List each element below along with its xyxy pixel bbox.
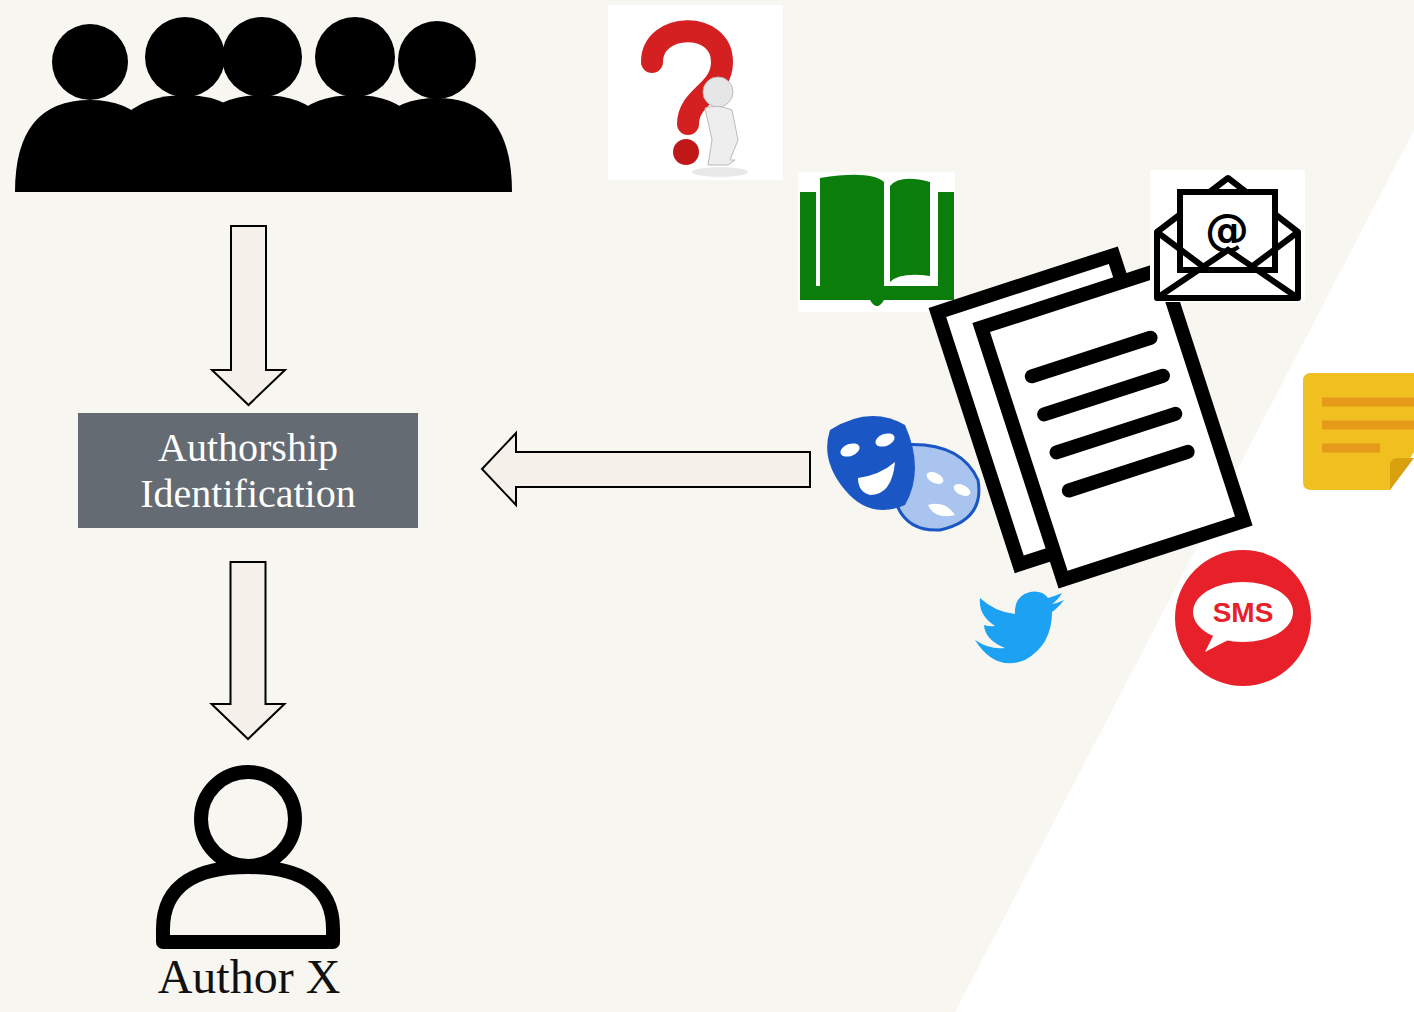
sms-text: SMS (1213, 599, 1274, 627)
masks-icon-part (827, 416, 915, 510)
email-at-sign: @ (1205, 208, 1249, 252)
twitter-icon (975, 592, 1064, 664)
crowd-icon-part (52, 24, 128, 100)
book-icon-part (800, 175, 954, 306)
sticky-note-icon-part-part (1322, 421, 1414, 430)
person-head (201, 772, 295, 866)
email-icon-part (1150, 170, 1305, 302)
masks-icon-part (952, 482, 973, 499)
down-arrow (212, 226, 285, 405)
question-figure-part (705, 106, 738, 165)
block-arrow (212, 562, 285, 739)
crowd-icon (15, 17, 512, 192)
sticky-note-icon-part (1322, 402, 1414, 448)
question-figure-part (703, 77, 733, 107)
masks-icon-part (925, 470, 946, 487)
documents-icon-part-part-part (1069, 452, 1188, 491)
sticky-note-icon-part-part (1322, 444, 1380, 453)
documents-icon-part-part (1032, 338, 1188, 491)
person-body (163, 867, 333, 942)
question-figure-part (692, 167, 748, 177)
node-text: Author X (100, 951, 398, 1004)
sms-icon-part (1205, 632, 1232, 652)
person-node: Author X (100, 737, 398, 1007)
twitter-icon-part (975, 592, 1064, 664)
left-arrow (482, 433, 810, 505)
node-text: Authorship Identification (92, 425, 404, 515)
crowd-icon-part (398, 21, 476, 99)
documents-icon-part-part (981, 269, 1244, 580)
sms-icon (1175, 550, 1311, 686)
masks-icon-part (928, 504, 955, 517)
background-wedge (955, 130, 1414, 1012)
email-icon-part (1157, 178, 1298, 298)
masks-icon (827, 416, 979, 530)
sticky-note-icon-part (1303, 373, 1414, 490)
crowd-icon-part (145, 17, 225, 97)
sms-icon-part (1175, 550, 1311, 686)
left-arrow-part (482, 433, 810, 505)
masks-icon-part (839, 441, 862, 459)
person-icon (100, 737, 398, 952)
email-icon-part (1157, 250, 1298, 298)
down-arrow-part (212, 226, 285, 405)
masks-icon-part (874, 431, 897, 449)
sms-icon-part (1193, 582, 1293, 642)
sticky-note-icon-part-part (1322, 398, 1414, 407)
sticky-note-icon-part (1390, 458, 1414, 490)
email-icon (1150, 170, 1305, 302)
question-figure-part (673, 139, 699, 165)
book-icon-part (890, 179, 930, 282)
book-icon-part (830, 179, 872, 282)
crowd-icon-part (315, 17, 395, 97)
crowd-icon-part (360, 98, 512, 192)
process-box: Authorship Identification (78, 413, 418, 528)
question-figure (608, 5, 783, 180)
masks-icon-part (858, 462, 895, 495)
documents-icon-part-part-part (1032, 338, 1151, 377)
book-icon-part (798, 172, 955, 312)
book-icon (798, 172, 955, 312)
question-figure-part (608, 5, 783, 180)
crowd-icon-part (222, 17, 302, 97)
documents-icon-part-part-part (1044, 376, 1163, 415)
sticky-note-icon (1303, 373, 1414, 490)
documents-icon-part-part-part (1056, 414, 1175, 453)
